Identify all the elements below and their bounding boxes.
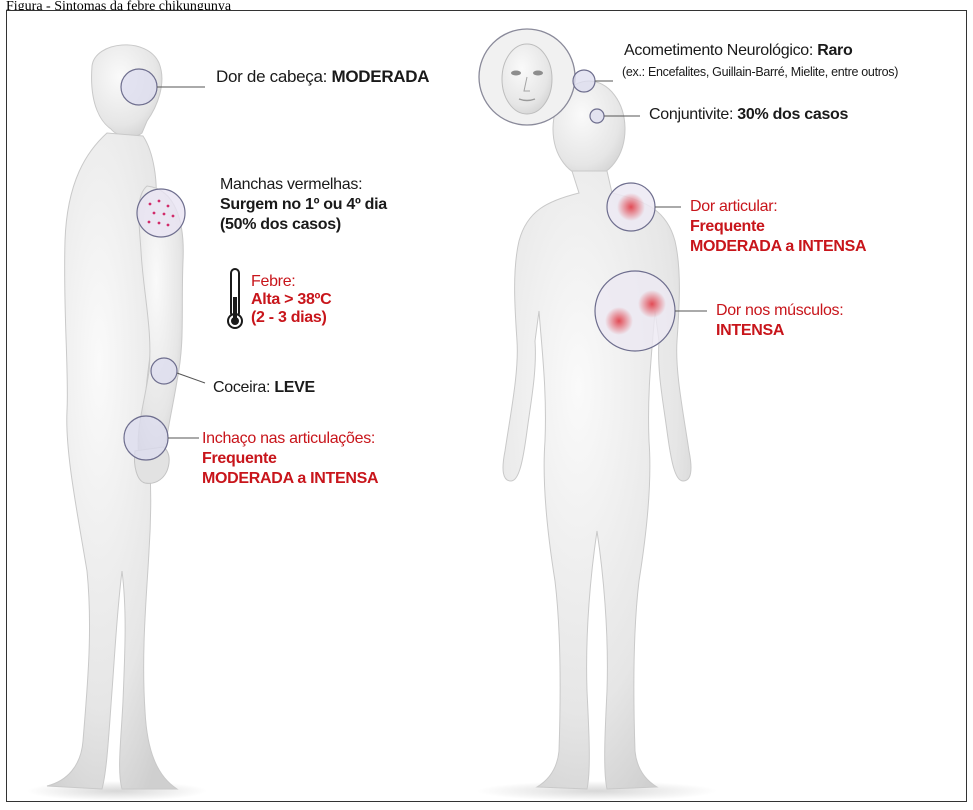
right-body-figure [477,81,717,801]
swelling-label: Inchaço nas articulações: Frequente MODE… [202,429,378,489]
conjunctivitis-label: Conjuntivite: 30% dos casos [649,105,848,125]
neuro-note: (ex.: Encefalites, Guillain-Barré, Mieli… [622,64,898,80]
left-body-figure [27,45,207,801]
neuro-label: Acometimento Neurológico: Raro [624,41,852,61]
thermometer-icon [228,269,242,328]
joint-pain-label: Dor articular: Frequente MODERADA a INTE… [690,197,866,257]
infographic-frame: Dor de cabeça: MODERADA Manchas vermelha… [6,10,967,802]
itch-label: Coceira: LEVE [213,378,315,398]
headache-label: Dor de cabeça: MODERADA [216,67,429,87]
face-inset [479,29,575,125]
rash-label: Manchas vermelhas: Surgem no 1º ou 4º di… [220,175,387,235]
fever-label: Febre: Alta > 38ºC (2 - 3 dias) [251,273,331,327]
body-illustrations [7,11,966,801]
muscle-pain-label: Dor nos músculos: INTENSA [716,301,843,341]
